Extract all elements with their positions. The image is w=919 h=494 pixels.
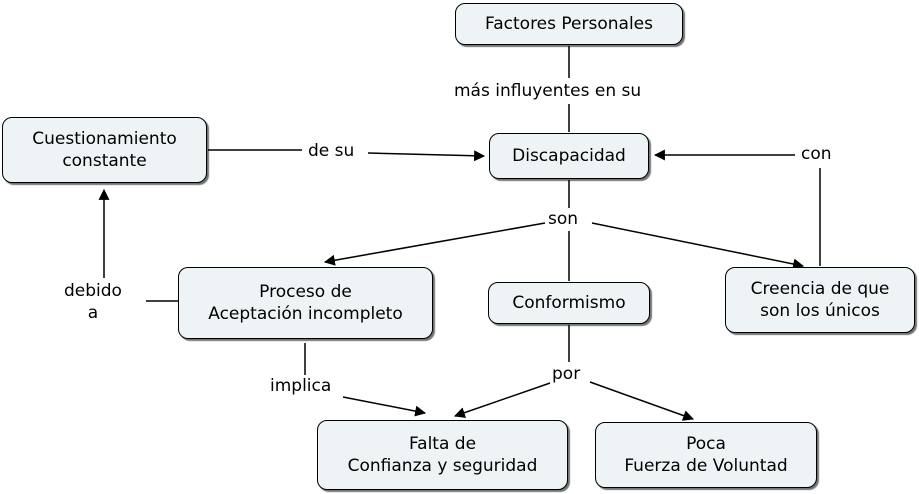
link-label-son: son — [546, 208, 581, 230]
node-proceso-aceptacion[interactable]: Proceso de Aceptación incompleto — [178, 267, 433, 339]
link-label-debido-a: debido a — [62, 280, 124, 324]
link-label-de-su: de su — [306, 140, 357, 162]
arrow-por-to-poca — [589, 381, 695, 421]
node-conformismo[interactable]: Conformismo — [488, 282, 650, 324]
link-label-mas-influyentes: más influyentes en su — [452, 80, 644, 102]
node-factores-personales[interactable]: Factores Personales — [455, 3, 683, 45]
arrow-desu-to-discapacidad — [367, 150, 486, 162]
arrow-son-to-creencia — [591, 222, 805, 270]
node-creencia[interactable]: Creencia de que son los únicos — [725, 267, 915, 333]
link-label-por: por — [550, 363, 583, 385]
link-label-con: con — [799, 143, 834, 165]
node-falta-confianza[interactable]: Falta de Confianza y seguridad — [317, 420, 568, 490]
node-discapacidad[interactable]: Discapacidad — [489, 133, 649, 179]
arrow-son-to-proceso — [323, 222, 546, 266]
arrow-implica-to-falta — [342, 396, 427, 417]
node-poca-fuerza[interactable]: Poca Fuerza de Voluntad — [595, 422, 817, 488]
link-label-implica: implica — [268, 375, 334, 397]
arrow-por-to-falta — [453, 381, 554, 418]
node-cuestionamiento-constante[interactable]: Cuestionamiento constante — [2, 117, 207, 183]
